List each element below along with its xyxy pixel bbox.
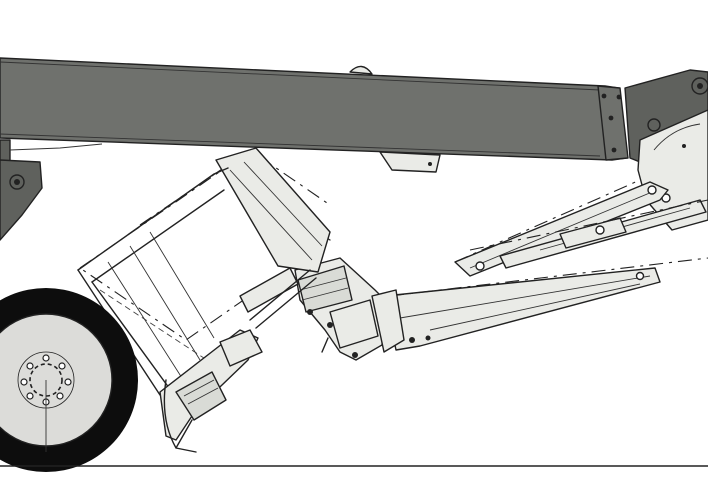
boom-pivot-bracket: [0, 139, 103, 241]
telescopic-boom: [0, 57, 629, 173]
boom-pin-4: [611, 147, 617, 153]
basket-rail-top: [77, 167, 229, 271]
boom-edge-line: [0, 61, 601, 157]
front-wheel: [0, 288, 138, 472]
lift-cylinder: [499, 199, 707, 269]
basket-rail-front: [107, 231, 215, 379]
phantom-lines: [389, 179, 708, 297]
basket-gate: [163, 379, 197, 453]
boom-underside-bracket: [379, 151, 441, 173]
platform-basket: [77, 147, 331, 453]
lift-arm-upper: [454, 181, 669, 277]
platform-basket-stowed: [79, 149, 331, 363]
boom-lifting-eye: [349, 65, 373, 75]
lug-nuts: [20, 354, 72, 406]
basket-side-panel: [215, 147, 331, 273]
lift-arm-lower: [384, 267, 661, 351]
boom-pin-2: [616, 94, 622, 100]
basket-rail-mid: [91, 189, 225, 283]
control-box: [219, 329, 263, 367]
boom-pin-1: [601, 93, 607, 99]
boom-end-plate: [597, 85, 629, 161]
pivot-plate: [0, 159, 43, 241]
rotator-mount: [294, 257, 405, 361]
boom-pin-3: [608, 115, 614, 121]
